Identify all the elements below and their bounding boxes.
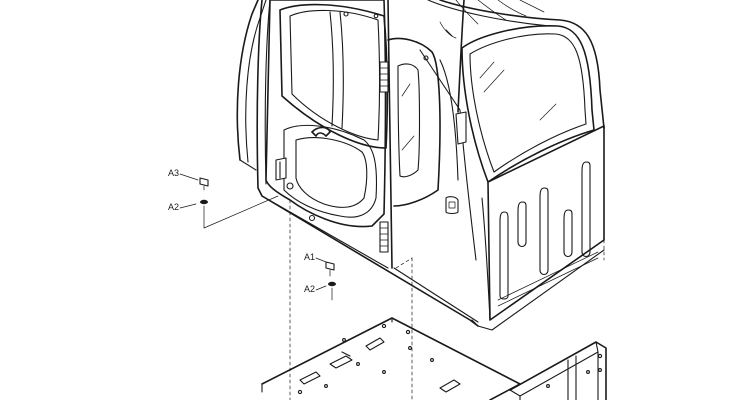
callout-a3: A3 bbox=[168, 168, 209, 191]
bolt-icon bbox=[325, 261, 335, 277]
callout-a1: A1 bbox=[304, 252, 335, 277]
floor-plate bbox=[261, 317, 521, 400]
washer-icon bbox=[200, 199, 208, 205]
callout-a2-right: A2 bbox=[304, 281, 336, 301]
callout-label-a1: A1 bbox=[304, 252, 315, 262]
alignment-guide-lines bbox=[289, 199, 605, 400]
rear-frame-bracket bbox=[509, 341, 607, 400]
bolt-icon bbox=[199, 177, 209, 191]
washer-icon bbox=[328, 281, 336, 287]
callout-label-a2-left: A2 bbox=[168, 202, 179, 212]
cab-body bbox=[236, 0, 605, 331]
callout-a2-left: A2 bbox=[168, 195, 279, 229]
callout-label-a2-right: A2 bbox=[304, 284, 315, 294]
callout-label-a3: A3 bbox=[168, 168, 179, 178]
